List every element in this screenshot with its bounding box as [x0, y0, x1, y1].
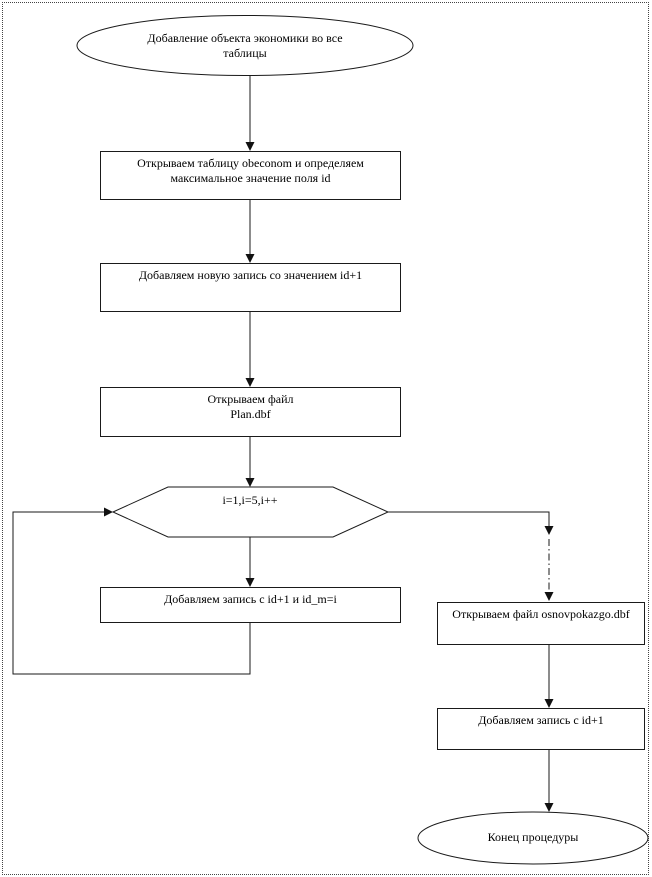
arrowhead-into-end: [544, 803, 554, 812]
arrowhead-into-open-obeconom: [245, 142, 255, 151]
process-open-plan: Открываем файл Plan.dbf: [100, 387, 401, 437]
arrowhead-into-loop-left: [104, 507, 113, 517]
process-add-new-record: Добавляем новую запись со значением id+1: [100, 263, 401, 312]
process-open-obeconom: Открываем таблицу obeconom и определяем …: [100, 151, 401, 200]
loop-hexagon-label: i=1,i=5,i++: [222, 493, 278, 507]
arrowhead-into-loop-top: [245, 478, 255, 487]
connector-loop-to-right-branch: [388, 511, 550, 526]
process-add-record-id-label: Добавляем запись с id+1: [478, 713, 604, 727]
process-open-osnovpokazgo: Открываем файл osnovpokazgo.dbf: [437, 602, 645, 645]
arrowhead-into-add-new-record: [245, 254, 255, 263]
process-open-plan-label: Открываем файл Plan.dbf: [207, 392, 294, 421]
process-add-record-idm: Добавляем запись с id+1 и id_m=i: [100, 587, 401, 623]
process-open-osnovpokazgo-label: Открываем файл osnovpokazgo.dbf: [452, 607, 630, 621]
arrowhead-right-branch-mid: [544, 526, 554, 535]
arrowhead-into-add-record-id: [544, 699, 554, 708]
start-terminator-label: Добавление объекта экономики во все табл…: [147, 31, 343, 60]
arrowhead-into-open-osnovpokazgo: [544, 592, 554, 601]
process-add-new-record-label: Добавляем новую запись со значением id+1: [138, 268, 363, 282]
arrowhead-into-add-record-idm: [245, 578, 255, 587]
connector-loop-back: [12, 511, 251, 675]
process-add-record-id: Добавляем запись с id+1: [437, 708, 645, 750]
arrowhead-into-open-plan: [245, 378, 255, 387]
end-terminator-shape: [417, 811, 649, 865]
end-terminator-label: Конец процедуры: [487, 830, 579, 844]
start-terminator-shape: [76, 15, 414, 76]
process-add-record-idm-label: Добавляем запись с id+1 и id_m=i: [164, 592, 337, 606]
process-open-obeconom-label: Открываем таблицу obeconom и определяем …: [137, 156, 364, 185]
